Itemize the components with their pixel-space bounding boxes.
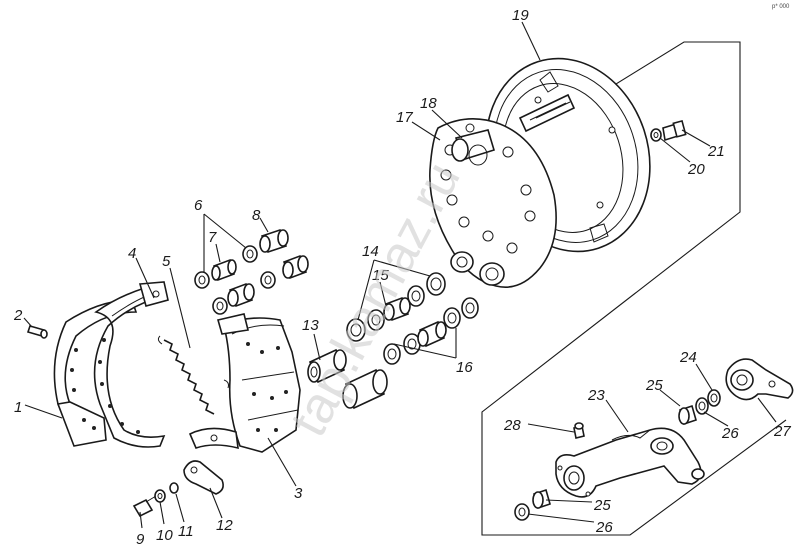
label-27: 27 bbox=[773, 423, 791, 440]
part-7-axle bbox=[211, 258, 237, 282]
label-12: 12 bbox=[216, 517, 233, 534]
part-12-lock-plate bbox=[183, 460, 224, 495]
label-23: 23 bbox=[587, 387, 605, 404]
label-26-lower: 26 bbox=[595, 519, 613, 536]
sleeve-large bbox=[342, 368, 388, 410]
label-19: 19 bbox=[512, 7, 529, 24]
watermark: tap.kamaz.ru bbox=[279, 153, 471, 446]
label-1: 1 bbox=[14, 399, 22, 416]
corner-code: p* 000 bbox=[772, 4, 790, 10]
leader-lines bbox=[23, 21, 777, 529]
label-18: 18 bbox=[420, 95, 437, 112]
part-25-bushing-lower bbox=[532, 488, 551, 510]
label-17: 17 bbox=[396, 109, 413, 126]
part-10-lock-washer bbox=[154, 489, 166, 503]
label-10: 10 bbox=[156, 527, 173, 544]
label-4: 4 bbox=[128, 245, 136, 262]
part-6-bushing bbox=[194, 245, 258, 289]
label-21: 21 bbox=[707, 143, 725, 160]
label-3: 3 bbox=[294, 485, 303, 502]
label-5: 5 bbox=[162, 253, 171, 270]
part-9-bolt bbox=[132, 495, 157, 518]
label-26-upper: 26 bbox=[721, 425, 739, 442]
label-16: 16 bbox=[456, 359, 473, 376]
part-2-rivet bbox=[26, 325, 48, 339]
part-28-grease-fitting bbox=[573, 422, 585, 439]
part-5-return-spring bbox=[157, 335, 229, 415]
label-13: 13 bbox=[302, 317, 319, 334]
label-2: 2 bbox=[13, 307, 23, 324]
part-21-bolt bbox=[662, 119, 687, 142]
part-26-washer-lower bbox=[514, 503, 530, 521]
part-24-seal bbox=[707, 389, 721, 407]
roller-pair-lower bbox=[212, 254, 309, 315]
label-7: 7 bbox=[208, 229, 217, 246]
label-25-lower: 25 bbox=[593, 497, 611, 514]
label-15: 15 bbox=[372, 267, 389, 284]
label-25-upper: 25 bbox=[645, 377, 663, 394]
part-8-roller bbox=[259, 228, 289, 254]
label-24: 24 bbox=[679, 349, 697, 366]
part-11-washer bbox=[169, 482, 179, 494]
part-27-lever bbox=[725, 358, 794, 401]
part-26-washer-upper bbox=[695, 397, 709, 415]
label-14: 14 bbox=[362, 243, 379, 260]
part-15-bushing bbox=[367, 285, 425, 331]
part-4-brake-shoe bbox=[93, 281, 169, 448]
part-1-brake-lining bbox=[53, 299, 138, 447]
label-28: 28 bbox=[503, 417, 521, 434]
part-25-bushing-upper bbox=[678, 404, 697, 426]
part-number-labels: 1 2 3 4 5 6 7 8 9 10 11 12 13 14 15 16 1… bbox=[13, 7, 791, 548]
sub-assembly-frame bbox=[481, 41, 787, 536]
label-6: 6 bbox=[194, 197, 203, 214]
part-3-brake-shoe bbox=[188, 313, 301, 453]
label-9: 9 bbox=[136, 531, 145, 548]
label-20: 20 bbox=[687, 161, 705, 178]
part-18-anchor-pin bbox=[451, 129, 495, 166]
part-20-washer bbox=[650, 128, 662, 142]
part-13-bushing bbox=[307, 348, 347, 384]
part-23-cam-bracket bbox=[555, 427, 705, 498]
label-8: 8 bbox=[252, 207, 261, 224]
label-11: 11 bbox=[178, 523, 194, 540]
part-14-seal bbox=[346, 272, 446, 342]
